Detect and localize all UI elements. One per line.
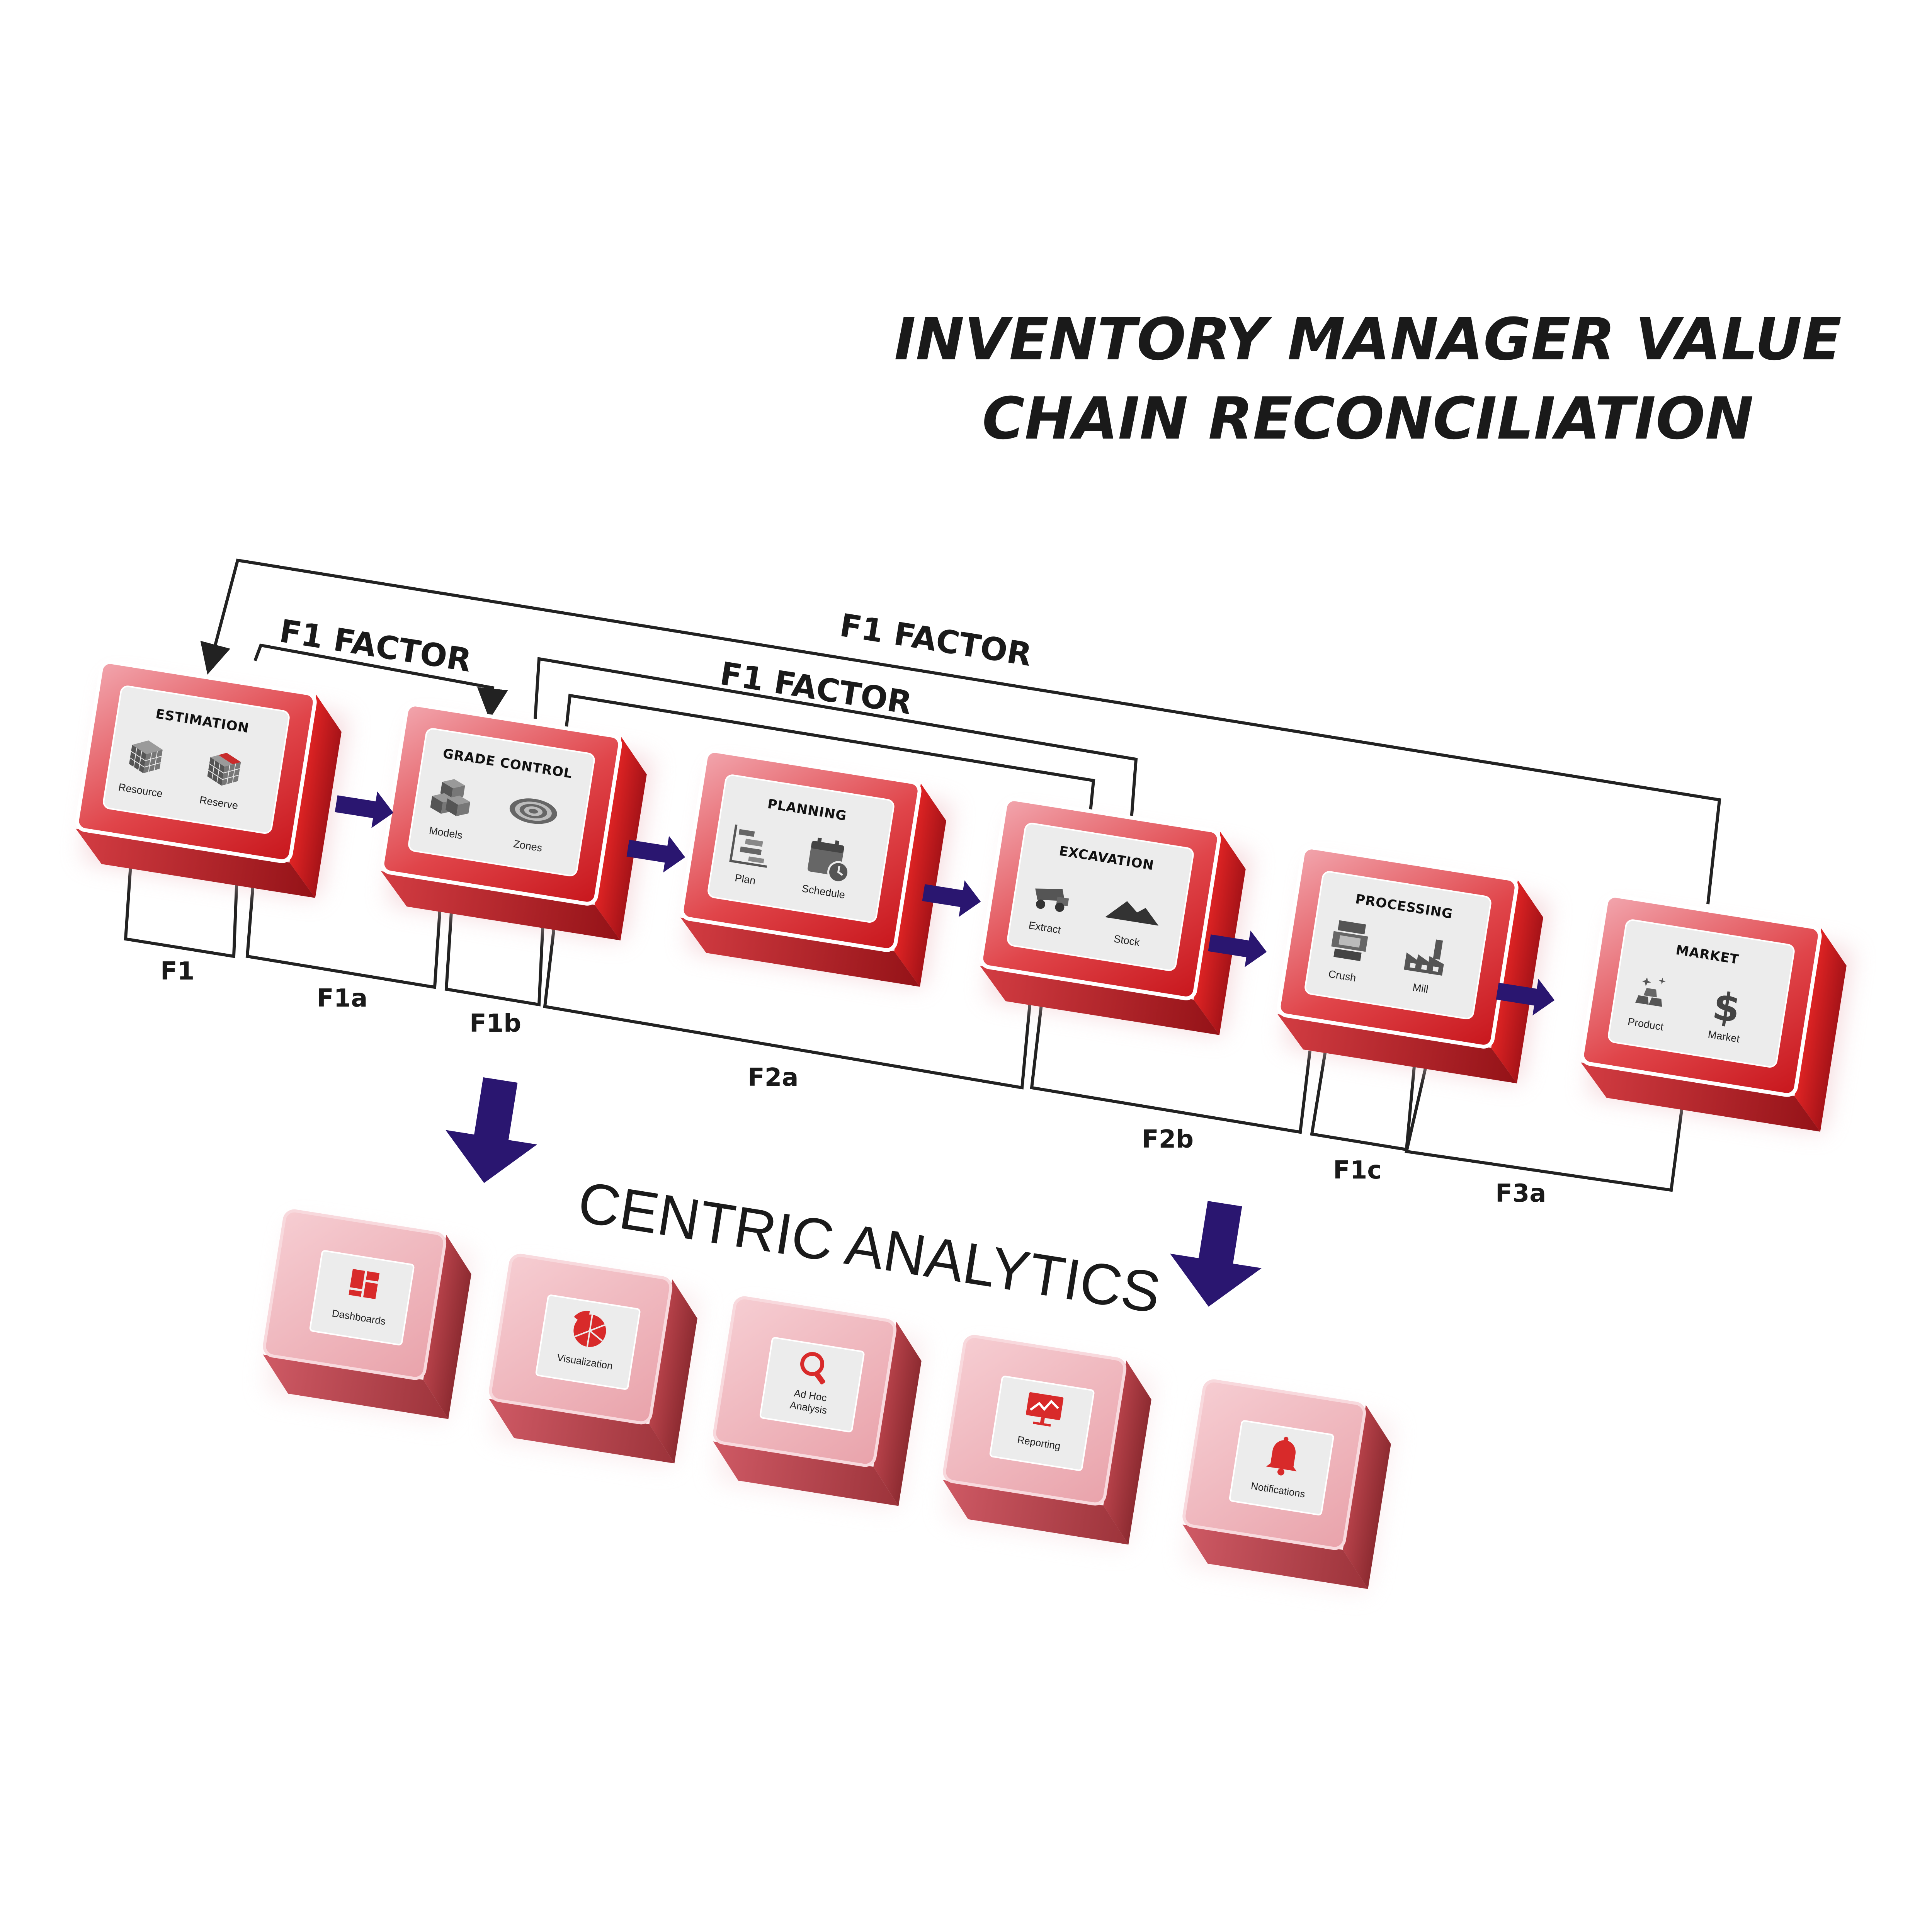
stage-excavation: EXCAVATION Extract Stock [979,797,1251,1035]
analytics-tile-dashboards[interactable]: Dashboards [257,1209,477,1423]
analytics-tile-ad-hoc-analysis[interactable]: Ad Hoc Analysis [707,1296,927,1510]
recon-label-f1a: F1a [317,984,367,1013]
down-arrows [446,1077,1262,1307]
flow-arrows [335,791,1555,1016]
stage-panel [1007,823,1194,971]
crusher-icon [1331,920,1368,961]
flow-arrow [922,880,981,917]
stage-panel [1304,871,1492,1020]
bell-icon [1266,1437,1297,1476]
magnifier-icon [800,1352,825,1384]
pie-chart-icon [573,1311,606,1347]
stage-processing: PROCESSING Crush Mill [1277,845,1549,1083]
stockpile-icon [1105,901,1159,926]
cube-grid-cut-icon [207,753,241,786]
analytics-tile-notifications[interactable]: Notifications [1177,1379,1396,1593]
loop-f1c [1310,1051,1416,1151]
loop-f2b [1030,1004,1311,1134]
pit-rings-icon [509,798,557,824]
recon-label-f2a: F2a [748,1063,798,1092]
stage-planning: PLANNING Plan Schedule [680,749,952,987]
loop-f2a [543,923,1031,1090]
loop-f1 [124,854,239,958]
loop-f1a [245,859,442,989]
report-chart-icon [1026,1392,1064,1427]
recon-label-f3a: F3a [1495,1179,1546,1208]
cube-grid-icon [129,740,163,774]
calendar-clock-icon [808,837,850,883]
stage-estimation: ESTIMATION Resource Reserve [75,660,347,898]
loop-excavation-f1-factor-outer [534,657,1138,835]
stage-panel [408,728,595,877]
stage-market: MARKET $ Product Market [1580,894,1852,1132]
title-line-1: INVENTORY MANAGER VALUE [894,306,1842,373]
stage-item-label: Mill [1412,981,1429,995]
stage-grade-control: GRADE CONTROL Models Zones [380,702,652,940]
analytics-tile-reporting[interactable]: Reporting [937,1335,1157,1548]
flow-arrow [1208,930,1267,968]
factor-label-grade-control: F1 FACTOR [277,613,474,679]
feedback-loops [124,558,1721,1192]
stage-panel [1608,919,1795,1068]
analytics-tile-visualization[interactable]: Visualization [483,1253,703,1467]
loop-outer-f1-factor [200,558,1721,905]
stage-panel [707,774,895,923]
loop-f1b [444,900,544,1007]
down-arrow-right [1170,1201,1262,1307]
title-line-2: CHAIN RECONCILIATION [982,385,1754,452]
gold-bars-icon [1635,977,1666,1007]
flow-arrow [335,791,394,828]
haul-truck-icon [1035,888,1069,912]
recon-label-f1b: F1b [469,1009,521,1038]
gantt-chart-icon [729,824,767,868]
recon-label-f1c: F1c [1333,1156,1382,1185]
loop-excavation-f1-factor-inner [565,694,1095,820]
dashboard-icon [349,1269,380,1299]
recon-label-f1: F1 [160,957,194,986]
loop-grade-control-f1-factor [253,643,508,719]
flow-arrow [626,836,685,873]
stacked-blocks-icon [430,779,471,816]
factory-icon [1404,939,1444,976]
loop-f3a [1405,1066,1684,1192]
recon-label-f2b: F2b [1142,1125,1194,1154]
flow-arrow [1496,979,1555,1016]
stage-panel [103,685,290,834]
down-arrow-left [446,1077,537,1183]
